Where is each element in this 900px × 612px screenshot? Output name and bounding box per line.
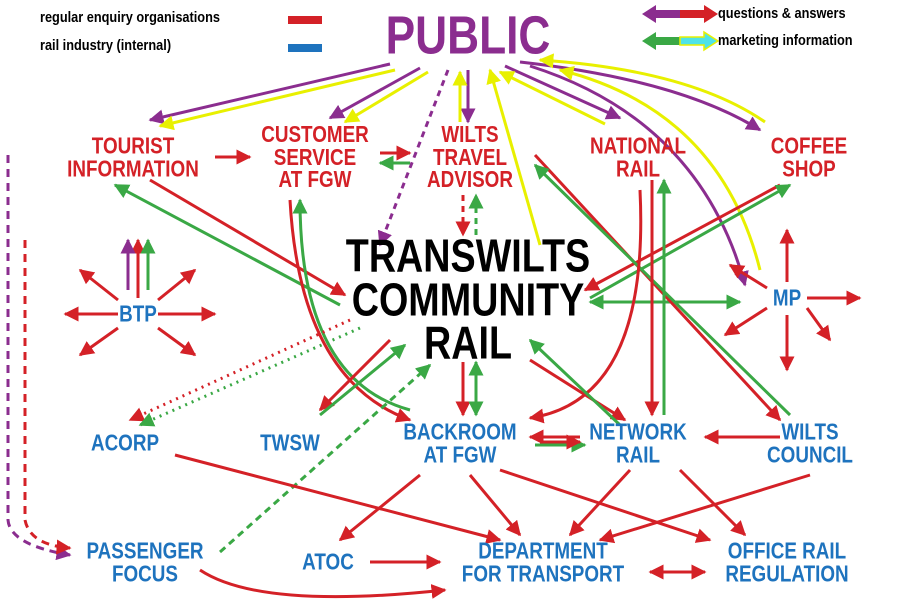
node-btp: BTP [119,300,157,327]
node-label-line: INFORMATION [67,155,199,181]
red-arrow [728,263,768,290]
yellow-arrow [158,68,396,131]
node-label-line: PASSENGER [86,537,204,564]
node-label-line: FOR TRANSPORT [461,560,625,586]
node-twsw: TWSW [260,429,320,456]
green-arrow [589,183,792,300]
red-arrow [338,473,421,542]
green-arrow [319,343,407,417]
purple-arrow [6,155,72,561]
node-label-line: WILTS [781,418,839,445]
purple-arrow [148,62,391,125]
red-arrow [723,306,768,337]
legend-green-arrow-icon [642,32,680,50]
legend-cyan-arrow-icon [679,30,720,52]
red-arrow [529,358,627,422]
red-arrow [499,468,712,543]
red-arrow [568,468,632,537]
node-label-line: DEPARTMENT [478,537,608,564]
red-arrow [318,338,392,412]
node-label-line: RAIL [423,316,513,369]
red-arrow [533,153,782,422]
node-label-line: AT FGW [278,166,352,193]
red-arrow [805,307,832,342]
node-label-line: TOURIST [91,132,175,159]
node-label-line: COUNCIL [767,441,853,467]
node-label-line: OFFICE RAIL [727,537,847,564]
red-arrow [468,474,522,537]
green-arrow [219,363,432,554]
green-arrow [528,338,622,427]
node-label-line: RAIL [615,155,660,181]
node-atoc: ATOC [302,548,354,575]
node-label-line: NATIONAL [589,132,687,159]
legend-blue-swatch [288,44,322,52]
purple-arrow [529,64,749,287]
purple-arrow [377,69,450,247]
node-acorp: ACORP [90,429,160,456]
legend-regular-enquiry-label: regular enquiry organisations [40,9,220,26]
red-arrow [149,178,347,297]
node-mp: MP [772,284,802,311]
legend-arrows [642,5,720,52]
red-arrow [157,326,197,357]
red-arrow [23,240,72,555]
node-label-line: ADVISOR [427,166,513,193]
legend-purple-arrow-icon [642,5,680,23]
node-label-line: FOCUS [111,560,179,586]
node-label-line: BACKROOM [403,418,517,445]
node-label-line: CUSTOMER [261,121,369,148]
yellow-arrow [343,70,429,124]
green-arrow [138,326,361,427]
legend-questions-answers-label: questions & answers [718,5,846,22]
yellow-arrow [558,66,762,271]
red-arrow [157,268,197,302]
legend-red-arrow-icon [680,5,718,23]
node-label-line: RAIL [615,441,661,467]
node-label-line: REGULATION [725,560,849,586]
red-arrow [199,568,447,599]
legend-red-swatch [288,16,322,24]
red-arrow [78,326,119,357]
legend-marketing-info-label: marketing information [718,32,853,49]
yellow-arrow [538,53,766,124]
yellow-arrow [498,70,606,126]
node-label-line: WILTS [441,121,499,148]
red-arrow [78,268,119,302]
red-arrow [678,468,747,537]
node-public: PUBLIC [385,5,551,66]
yellow-arrow [486,68,542,246]
node-label-line: COFFEE [770,132,848,159]
red-arrow [528,189,643,424]
node-label-line: COMMUNITY [351,273,585,326]
red-arrow [583,183,781,292]
node-label-line: NETWORK [589,418,687,445]
red-arrow [128,318,351,422]
node-label-line: TRAVEL [432,143,508,170]
legend-rail-industry-label: rail industry (internal) [40,37,172,54]
red-arrow [598,473,811,544]
node-label-line: AT FGW [423,441,497,467]
node-label-line: TRANSWILTS [345,229,591,282]
node-label-line: SHOP [782,155,836,181]
node-label-line: SERVICE [273,143,357,170]
purple-arrow [504,64,622,120]
red-arrow [174,453,502,544]
